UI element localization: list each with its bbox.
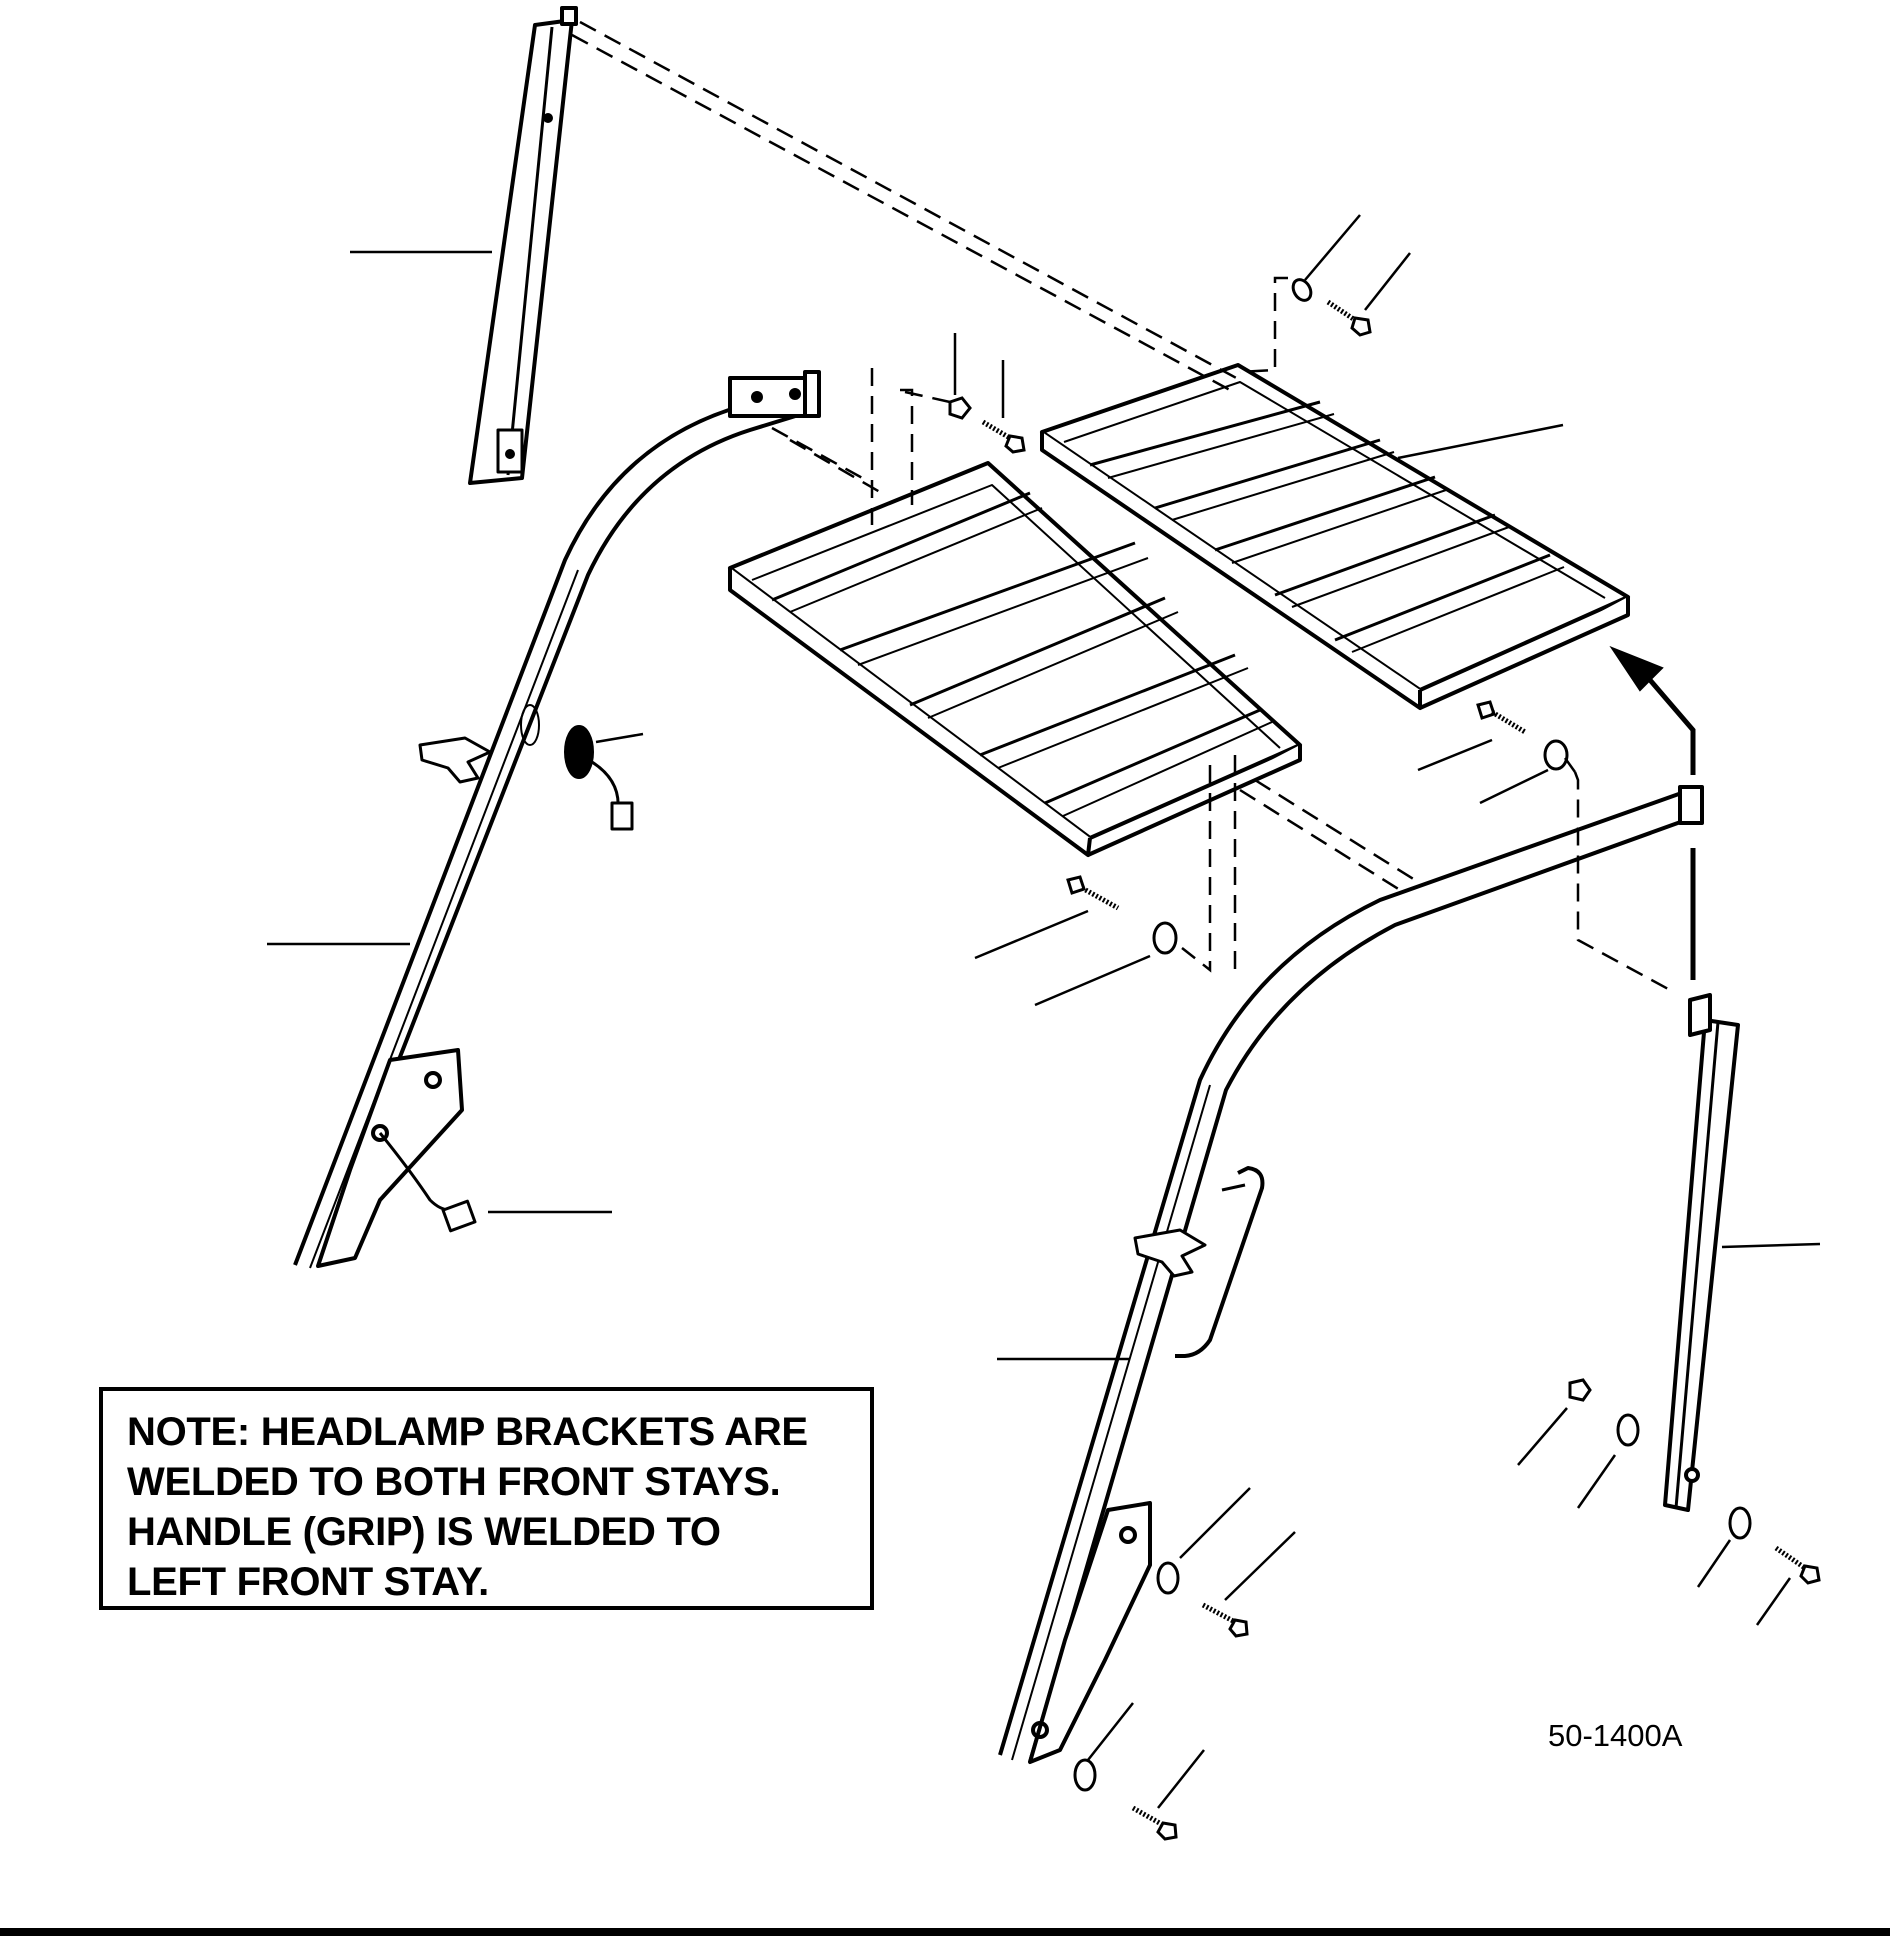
assembly-arrow (1609, 645, 1696, 980)
hardware (948, 278, 1821, 1841)
right-front-stay (998, 785, 1704, 1764)
assembly-lines (571, 20, 1671, 992)
callout-leaders (267, 214, 1821, 1809)
note-line: LEFT FRONT STAY. (127, 1560, 489, 1604)
drawing-number: 50-1400A (1548, 1718, 1683, 1753)
note-box: NOTE: HEADLAMP BRACKETS ARE WELDED TO BO… (99, 1387, 874, 1610)
note-line: NOTE: HEADLAMP BRACKETS ARE (127, 1410, 808, 1454)
rear-canopy-frame (1040, 363, 1630, 710)
front-canopy-frame (728, 461, 1302, 857)
bottom-rule (0, 1928, 1890, 1936)
right-rear-stay (1663, 993, 1740, 1512)
note-line: HANDLE (GRIP) IS WELDED TO (127, 1510, 721, 1554)
left-front-stay (293, 370, 821, 1269)
note-line: WELDED TO BOTH FRONT STAYS. (127, 1460, 781, 1504)
left-rear-stay (468, 6, 578, 485)
